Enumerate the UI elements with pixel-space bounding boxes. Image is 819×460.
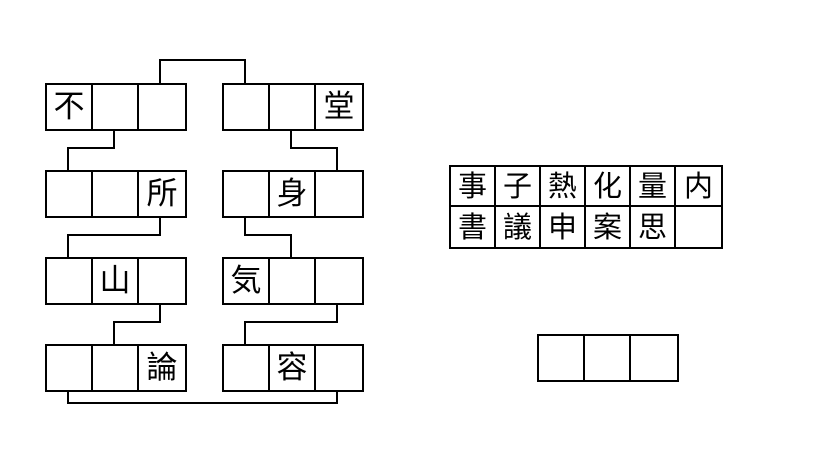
bank-tile[interactable]: 熱 bbox=[541, 167, 586, 207]
puzzle-cell[interactable]: 容 bbox=[270, 346, 316, 390]
word-group-row3-right: 気 bbox=[222, 257, 364, 305]
puzzle-cell[interactable]: 山 bbox=[93, 259, 139, 303]
puzzle-cell[interactable] bbox=[93, 85, 139, 129]
word-group-row2-left: 所 bbox=[45, 170, 187, 218]
puzzle-cell[interactable] bbox=[47, 259, 93, 303]
puzzle-cell[interactable] bbox=[47, 172, 93, 216]
answer-boxes bbox=[537, 334, 679, 382]
connector-line bbox=[244, 301, 338, 344]
puzzle-cell[interactable]: 不 bbox=[47, 85, 93, 129]
puzzle-cell[interactable]: 身 bbox=[270, 172, 316, 216]
bank-tile[interactable]: 思 bbox=[631, 207, 676, 247]
puzzle-cell[interactable] bbox=[224, 172, 270, 216]
puzzle-cell[interactable] bbox=[316, 172, 362, 216]
puzzle-cell[interactable]: 論 bbox=[139, 346, 185, 390]
answer-cell[interactable] bbox=[539, 336, 585, 380]
bank-tile[interactable]: 申 bbox=[541, 207, 586, 247]
puzzle-cell[interactable] bbox=[139, 259, 185, 303]
connector-line bbox=[67, 214, 161, 257]
bank-tile[interactable]: 案 bbox=[586, 207, 631, 247]
puzzle-cell[interactable] bbox=[47, 346, 93, 390]
character-bank-row: 事 子 熱 化 量 内 bbox=[451, 167, 721, 207]
word-group-row1-right: 堂 bbox=[222, 83, 364, 131]
puzzle-cell[interactable] bbox=[224, 85, 270, 129]
word-group-row3-left: 山 bbox=[45, 257, 187, 305]
puzzle-cell[interactable] bbox=[93, 172, 139, 216]
puzzle-cell[interactable] bbox=[316, 346, 362, 390]
bank-tile[interactable]: 書 bbox=[451, 207, 496, 247]
bank-tile[interactable]: 子 bbox=[496, 167, 541, 207]
puzzle-cell[interactable]: 気 bbox=[224, 259, 270, 303]
connector-line bbox=[244, 214, 292, 257]
connector-line bbox=[159, 59, 246, 83]
bank-tile[interactable]: 化 bbox=[586, 167, 631, 207]
connector-line bbox=[113, 301, 161, 344]
puzzle-cell[interactable] bbox=[270, 85, 316, 129]
bank-tile[interactable]: 内 bbox=[676, 167, 721, 207]
connector-line bbox=[67, 127, 115, 170]
word-group-row2-right: 身 bbox=[222, 170, 364, 218]
word-group-row4-right: 容 bbox=[222, 344, 364, 392]
character-bank: 事 子 熱 化 量 内 書 議 申 案 思 bbox=[449, 165, 723, 249]
bank-tile[interactable]: 議 bbox=[496, 207, 541, 247]
puzzle-cell[interactable] bbox=[139, 85, 185, 129]
connector-line bbox=[290, 127, 338, 170]
puzzle-cell[interactable] bbox=[316, 259, 362, 303]
bank-tile[interactable]: 量 bbox=[631, 167, 676, 207]
character-bank-row: 書 議 申 案 思 bbox=[451, 207, 721, 247]
word-group-row4-left: 論 bbox=[45, 344, 187, 392]
puzzle-cell[interactable] bbox=[224, 346, 270, 390]
word-group-row1-left: 不 bbox=[45, 83, 187, 131]
answer-cell[interactable] bbox=[585, 336, 631, 380]
puzzle-cell[interactable]: 堂 bbox=[316, 85, 362, 129]
puzzle-cell[interactable] bbox=[270, 259, 316, 303]
bank-tile-empty[interactable] bbox=[676, 207, 721, 247]
puzzle-cell[interactable] bbox=[93, 346, 139, 390]
puzzle-cell[interactable]: 所 bbox=[139, 172, 185, 216]
bank-tile[interactable]: 事 bbox=[451, 167, 496, 207]
answer-cell[interactable] bbox=[631, 336, 677, 380]
